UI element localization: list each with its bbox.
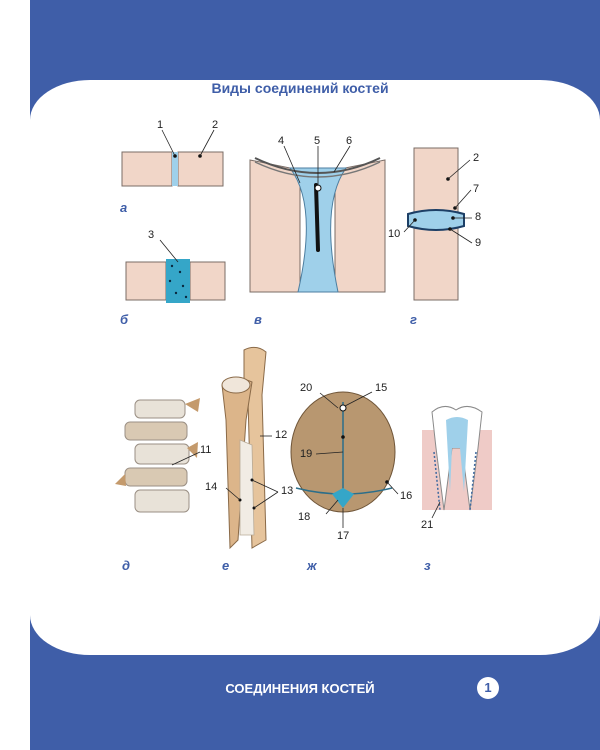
label-7: 7 (473, 183, 480, 195)
label-16: 16 (400, 490, 413, 502)
illustration-b (125, 239, 226, 303)
label-2-a: 2 (212, 119, 219, 131)
label-6: 6 (346, 135, 353, 147)
label-10: 10 (388, 228, 401, 240)
label-5: 5 (314, 135, 321, 147)
label-19: 19 (300, 448, 313, 460)
page-title: Виды соединений костей (211, 80, 389, 96)
letter-d: д (122, 558, 131, 573)
illustration-g (403, 147, 473, 301)
label-2-g: 2 (473, 152, 480, 164)
letter-a: а (120, 200, 128, 215)
illustration-z (422, 406, 492, 519)
letter-g: г (410, 312, 417, 327)
letter-z: з (424, 558, 431, 573)
label-14: 14 (205, 481, 218, 493)
label-13: 13 (281, 485, 294, 497)
label-20: 20 (300, 382, 313, 394)
letter-b: б (120, 312, 129, 327)
label-11: 11 (200, 444, 212, 456)
page-number: 1 (477, 677, 499, 699)
label-21: 21 (421, 519, 434, 531)
label-15: 15 (375, 382, 388, 394)
illustration-v (249, 145, 386, 293)
label-12: 12 (275, 429, 288, 441)
letter-zh: ж (307, 558, 317, 573)
label-1: 1 (157, 119, 164, 131)
label-17: 17 (337, 530, 350, 542)
illustration-d (115, 398, 201, 513)
label-8: 8 (475, 211, 482, 223)
label-18: 18 (298, 511, 311, 523)
illustration-a (121, 129, 224, 187)
label-4: 4 (278, 135, 285, 147)
label-3: 3 (148, 229, 155, 241)
illustration-zh (290, 391, 399, 528)
letter-e: е (222, 558, 230, 573)
footer-title: СОЕДИНЕНИЯ КОСТЕЙ (225, 681, 375, 696)
letter-v: в (254, 312, 262, 327)
illustration-e (221, 346, 279, 550)
label-9: 9 (475, 237, 482, 249)
